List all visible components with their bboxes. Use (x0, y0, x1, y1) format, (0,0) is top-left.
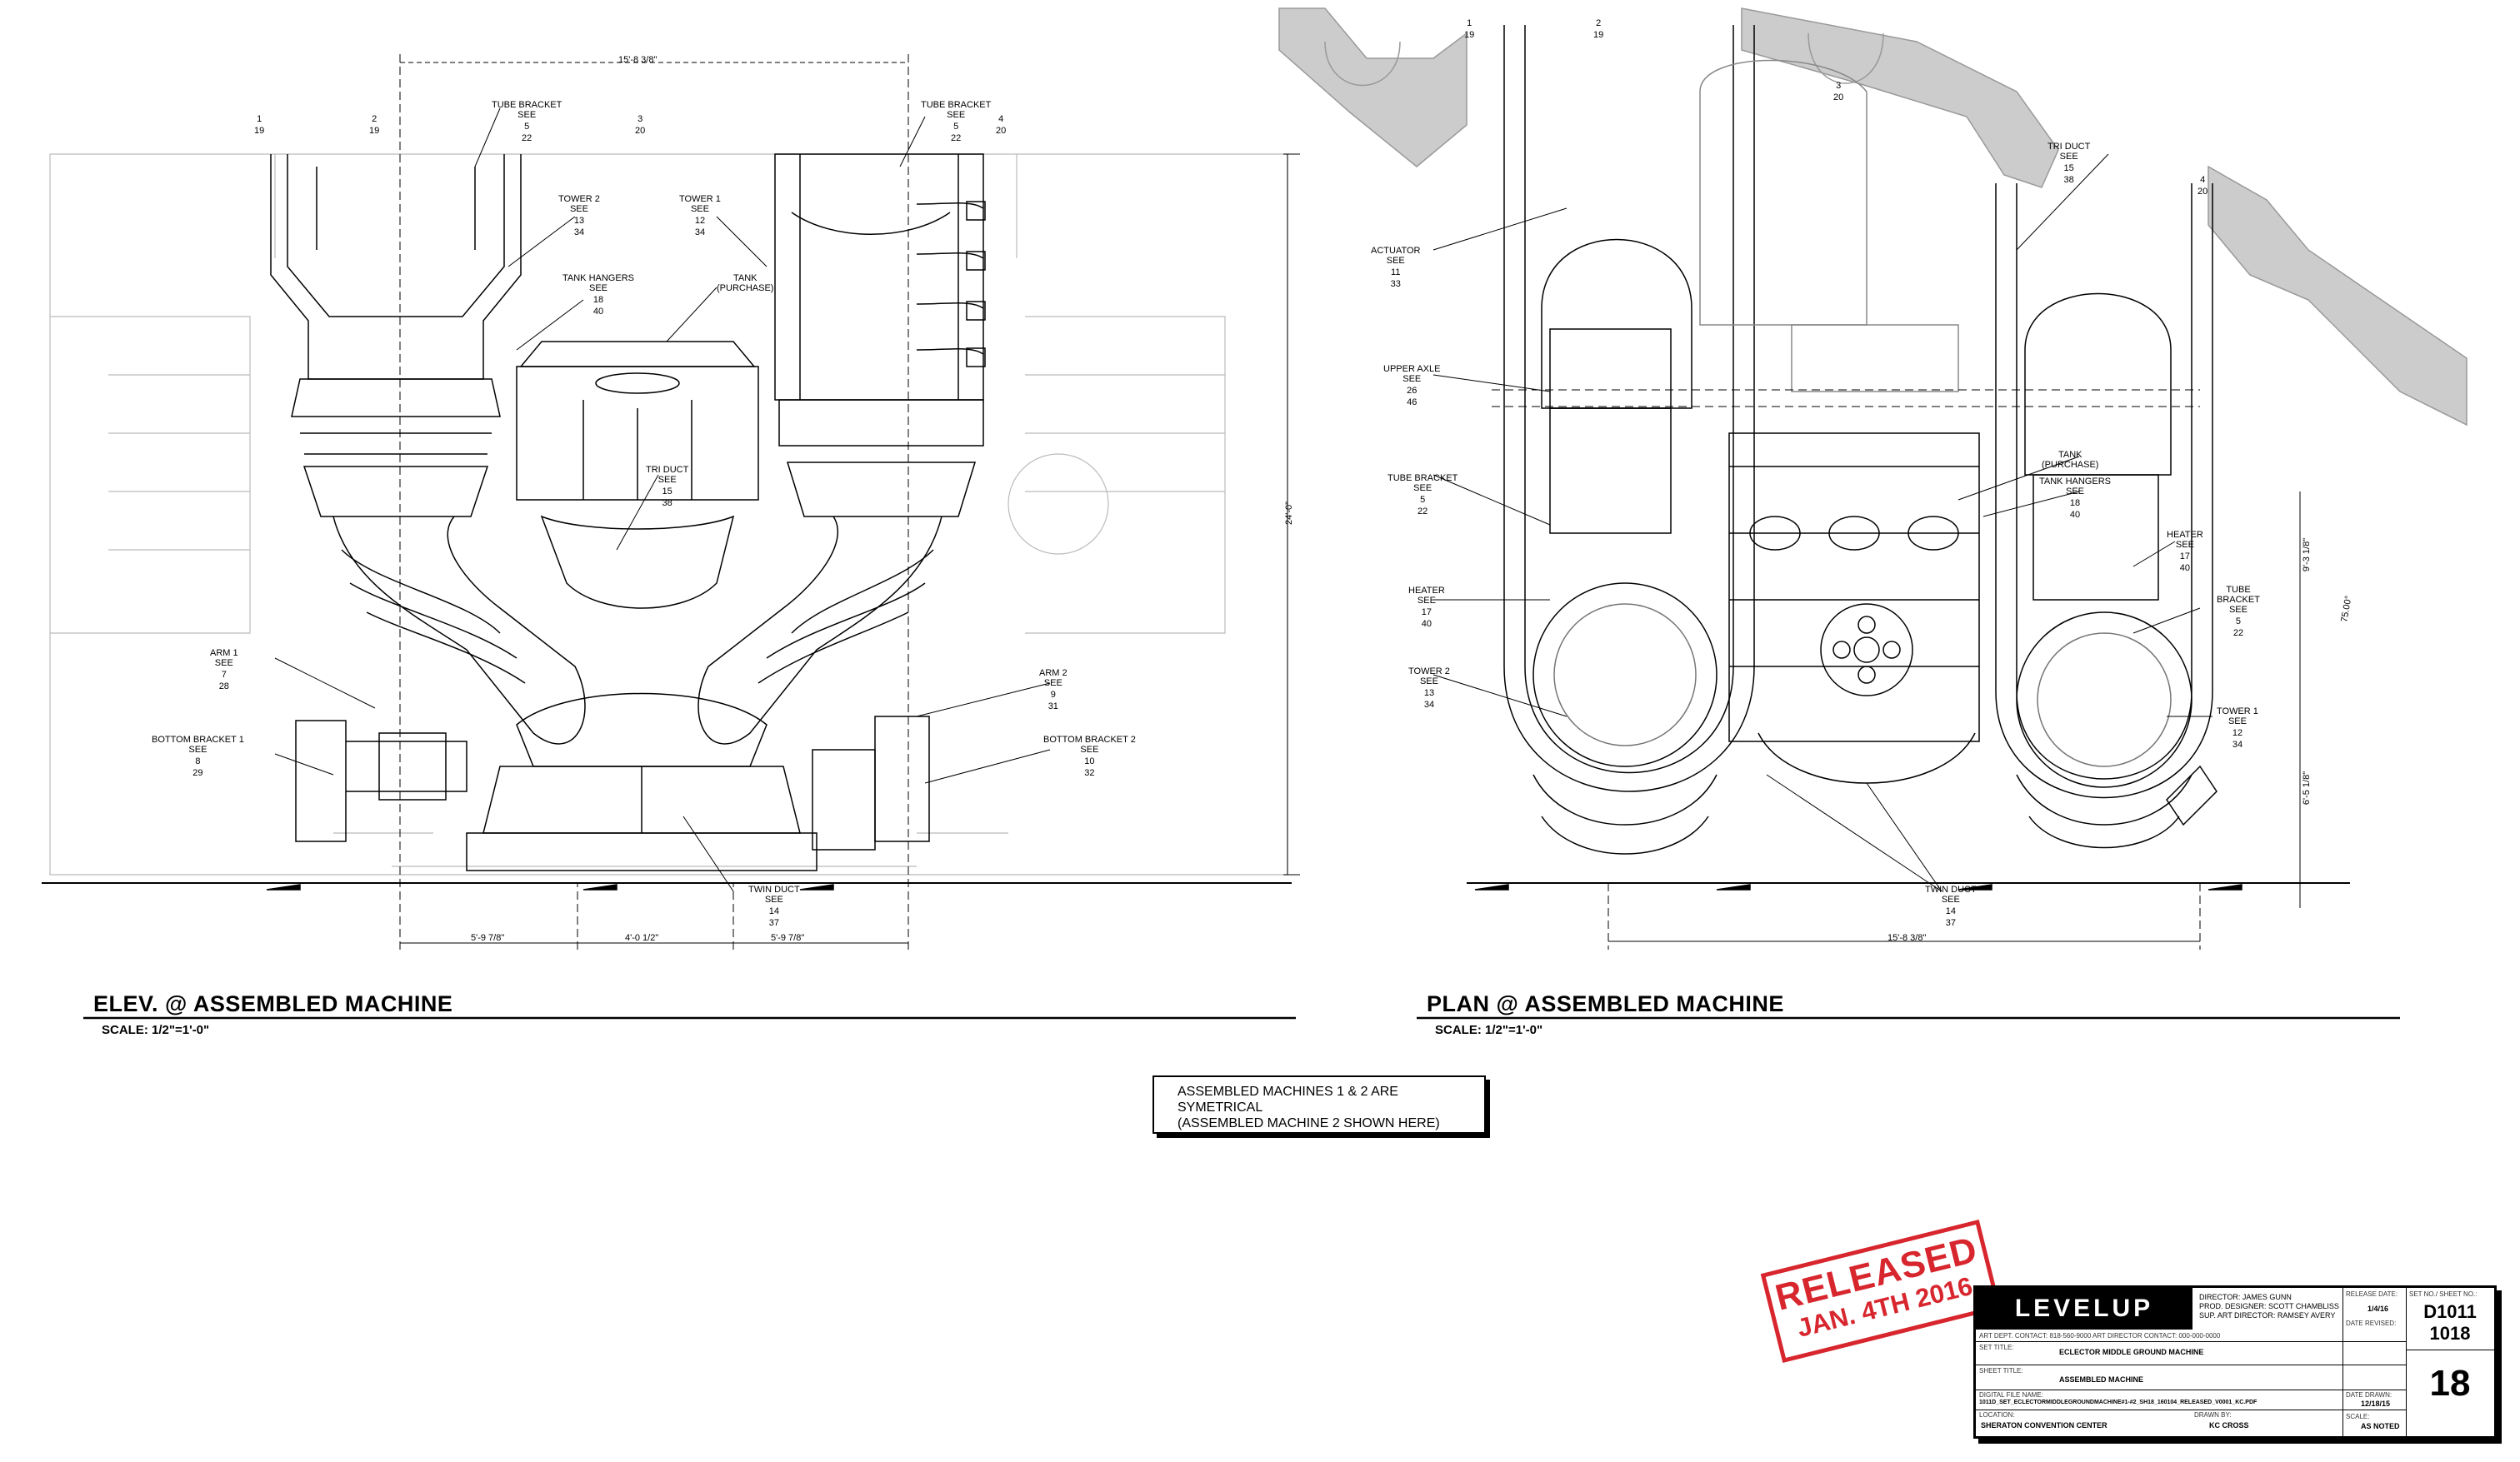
callout-tank: TANK (PURCHASE) (2042, 450, 2099, 470)
date-drawn-label: DATE DRAWN: (2346, 1391, 2392, 1399)
sheet-title-label: SHEET TITLE: (1979, 1367, 2023, 1375)
sheet-title: ASSEMBLED MACHINE (2059, 1375, 2144, 1384)
note-line-2: (ASSEMBLED MACHINE 2 SHOWN HERE) (1178, 1116, 1440, 1130)
elevation-drawing (42, 54, 1300, 1020)
sheet-number: 18 (2429, 1363, 2471, 1404)
elevation-title: ELEV. @ ASSEMBLED MACHINE (93, 991, 453, 1016)
plan-scale: SCALE: 1/2"=1'-0" (1435, 1023, 1543, 1037)
levelup-logo: LEVELUP (1976, 1288, 2192, 1330)
symmetry-note: ASSEMBLED MACHINES 1 & 2 ARE SYMETRICAL … (1152, 1075, 1486, 1134)
credit-director: DIRECTOR: JAMES GUNN (2199, 1293, 2292, 1301)
scale-value: AS NOTED (2361, 1422, 2400, 1430)
credit-sup-art-director: SUP. ART DIRECTOR: RAMSEY AVERY (2199, 1311, 2336, 1320)
dim-top: 15'-8 3/8" (618, 55, 658, 65)
leader-lines (274, 107, 2212, 892)
dim-bottom-mid: 4'-0 1/2" (625, 933, 659, 943)
drawn-by: KC CROSS (2209, 1421, 2249, 1430)
title-block: LEVELUP DIRECTOR: JAMES GUNN PROD. DESIG… (1973, 1285, 2497, 1439)
date-revised-label: DATE REVISED: (2346, 1320, 2397, 1327)
callout-tank: TANK (PURCHASE) (717, 273, 774, 293)
dim-bottom-right: 5'-9 7/8" (771, 933, 805, 943)
note-line-1: ASSEMBLED MACHINES 1 & 2 ARE SYMETRICAL (1178, 1085, 1398, 1115)
art-dept-contact: ART DEPT. CONTACT: 818-560-9000 ART DIRE… (1979, 1332, 2221, 1340)
dim-height: 24'-0" (1284, 501, 1295, 526)
elevation-scale: SCALE: 1/2"=1'-0" (102, 1023, 210, 1037)
plan-title: PLAN @ ASSEMBLED MACHINE (1427, 991, 1784, 1016)
location-label: LOCATION: (1979, 1411, 2015, 1419)
set-no-label: SET NO./ SHEET NO.: (2409, 1290, 2478, 1298)
dim-right-lower: 6'-5 1/8" (2302, 771, 2312, 806)
drawn-by-label: DRAWN BY: (2194, 1411, 2232, 1419)
location: SHERATON CONVENTION CENTER (1981, 1421, 2108, 1430)
set-title-label: SET TITLE: (1979, 1344, 2014, 1351)
dim-bottom-left: 5'-9 7/8" (471, 933, 505, 943)
release-date: 1/4/16 (2368, 1305, 2389, 1313)
release-date-label: RELEASE DATE: (2346, 1290, 2398, 1298)
dim-bottom: 15'-8 3/8" (1888, 933, 1927, 943)
scale-label: SCALE: (2346, 1413, 2370, 1420)
date-drawn: 12/18/15 (2361, 1400, 2391, 1408)
set-title: ECLECTOR MIDDLE GROUND MACHINE (2059, 1348, 2204, 1356)
dim-right-upper: 9'-3 1/8" (2302, 537, 2312, 572)
credit-prod-designer: PROD. DESIGNER: SCOTT CHAMBLISS (2199, 1302, 2339, 1310)
set-number: D1011 (2423, 1301, 2477, 1322)
plan-drawing (1278, 7, 2468, 1020)
file-name: 1011D_SET_ECLECTORMIDDLEGROUNDMACHINE#1-… (1979, 1400, 2258, 1405)
sheet-code: 1018 (2429, 1323, 2471, 1344)
file-label: DIGITAL FILE NAME: (1979, 1391, 2043, 1399)
